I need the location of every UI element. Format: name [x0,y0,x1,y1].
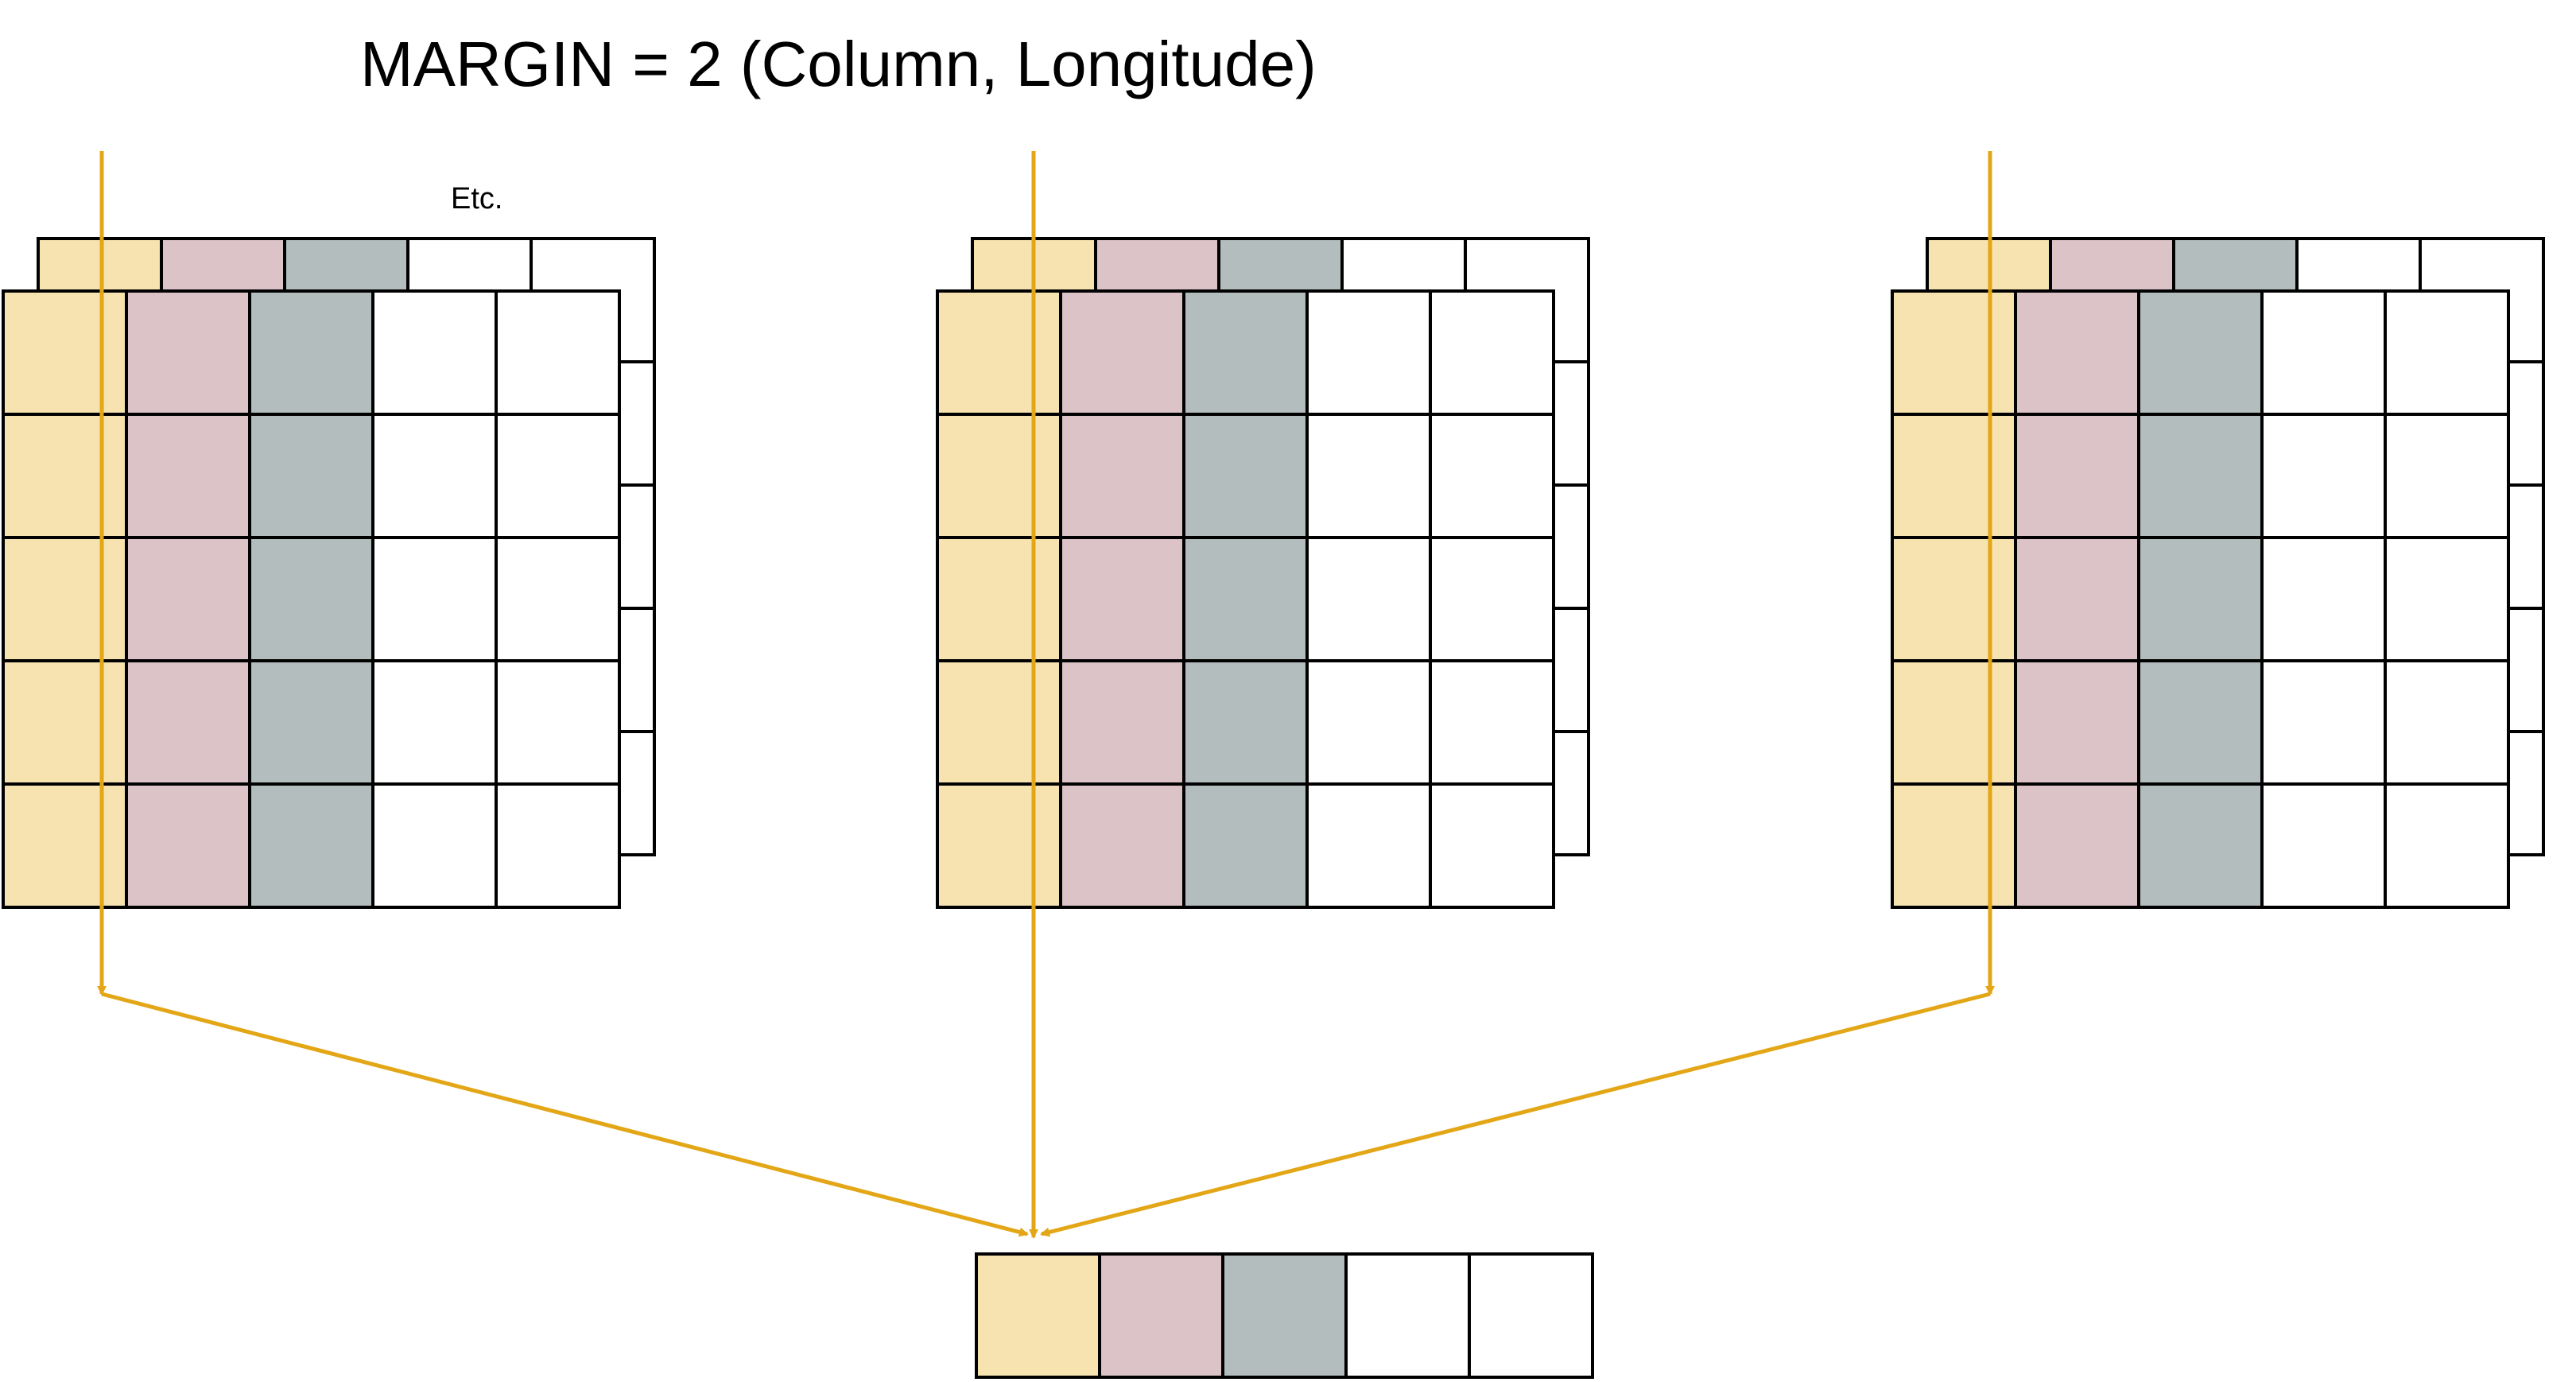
matrix-cell [495,536,621,662]
matrix-cell [1059,782,1185,909]
matrix-cell [1182,413,1309,539]
matrix-cell [1429,413,1555,539]
matrix-cell [1182,659,1309,786]
front-layer [2,289,621,909]
matrix-cell [1059,536,1185,662]
matrix-cell [1305,536,1432,662]
matrix-cell [2137,413,2264,539]
matrix-cell [2137,782,2264,909]
matrix-cell [2384,659,2510,786]
matrix-cell [125,782,251,909]
matrix-cell [2014,659,2140,786]
matrix-cell [2137,536,2264,662]
matrix-cell [2260,413,2387,539]
matrix-cell [1891,536,2017,662]
matrix-cell [1059,413,1185,539]
matrix-panel [936,237,1590,909]
matrix-cell [1429,289,1555,416]
matrix-cell [1891,782,2017,909]
matrix-cell [2384,413,2510,539]
matrix-cell [495,289,621,416]
matrix-cell [2,536,128,662]
matrix-cell [2260,536,2387,662]
arrow-diagonal-right [1040,992,1991,1237]
matrix-cell [936,782,1062,909]
matrix-panels [2,237,2545,909]
matrix-cell [371,782,498,909]
matrix-cell [1059,289,1185,416]
arrow-diagonal-left [101,992,1029,1237]
matrix-cell [371,536,498,662]
matrix-cell [2,659,128,786]
matrix-cell [125,413,251,539]
result-cell [1468,1252,1594,1379]
matrix-cell [125,536,251,662]
matrix-cell [2384,782,2510,909]
matrix-cell [1429,782,1555,909]
matrix-cell [2137,659,2264,786]
matrix-cell [248,536,374,662]
matrix-cell [2,782,128,909]
matrix-cell [1059,659,1185,786]
arrows [97,151,1995,1239]
matrix-cell [2260,782,2387,909]
matrix-cell [936,413,1062,539]
matrix-cell [936,289,1062,416]
matrix-cell [1305,659,1432,786]
matrix-cell [495,782,621,909]
matrix-cell [1305,413,1432,539]
matrix-cell [2014,289,2140,416]
matrix-cell [2260,289,2387,416]
matrix-cell [125,289,251,416]
matrix-cell [2260,659,2387,786]
matrix-cell [2,413,128,539]
matrix-cell [495,659,621,786]
result-vector [975,1252,1594,1379]
result-cell [1221,1252,1348,1379]
front-layer [1891,289,2510,909]
matrix-cell [125,659,251,786]
matrix-cell [2384,536,2510,662]
matrix-cell [936,659,1062,786]
result-cell [975,1252,1101,1379]
matrix-cell [2014,536,2140,662]
matrix-cell [1891,659,2017,786]
matrix-cell [1305,289,1432,416]
matrix-cell [248,659,374,786]
matrix-cell [2384,289,2510,416]
matrix-cell [1429,659,1555,786]
matrix-cell [936,536,1062,662]
matrix-cell [495,413,621,539]
matrix-cell [2014,782,2140,909]
matrix-cell [371,659,498,786]
matrix-cell [248,782,374,909]
matrix-cell [1891,413,2017,539]
matrix-cell [371,289,498,416]
matrix-cell [1182,782,1309,909]
matrix-cell [1305,782,1432,909]
matrix-cell [1182,536,1309,662]
result-cell [1344,1252,1471,1379]
matrix-cell [2137,289,2264,416]
diagram-title: MARGIN = 2 (Column, Longitude) [360,29,1317,99]
matrix-cell [371,413,498,539]
matrix-cell [248,289,374,416]
matrix-cell [1891,289,2017,416]
matrix-cell [2,289,128,416]
matrix-cell [2014,413,2140,539]
front-layer [936,289,1555,909]
etc-label: Etc. [451,182,502,215]
matrix-cell [1429,536,1555,662]
matrix-cell [248,413,374,539]
result-cell [1098,1252,1224,1379]
matrix-cell [1182,289,1309,416]
